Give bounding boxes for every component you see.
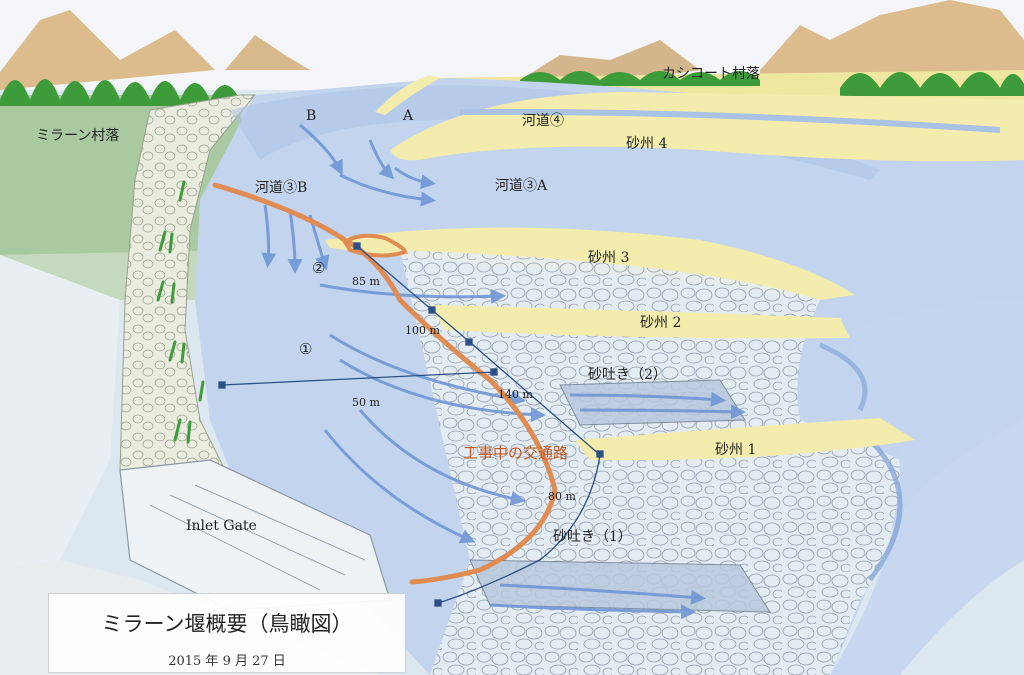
- downstream-water: [830, 300, 1024, 675]
- label-river-4: 河道④: [522, 113, 564, 129]
- label-village-left: ミラーン村落: [36, 128, 119, 144]
- levee-grass: [156, 180, 205, 444]
- label-sandbar-3: 砂州 3: [588, 250, 629, 266]
- label-distance-100: 100 m: [405, 324, 440, 337]
- label-construction-road: 工事中の交通路: [463, 444, 568, 462]
- label-sandbar-1: 砂州 1: [715, 442, 756, 458]
- title-panel: ミラーン堰概要（鳥瞰図） 2015 年 9 月 27 日: [48, 593, 406, 673]
- label-distance-80: 80 m: [548, 490, 576, 503]
- sandbar-1: [575, 418, 915, 461]
- label-distance-140: 140 m: [498, 388, 533, 401]
- inlet-gate-lines: [149, 484, 366, 591]
- flow-arrows: [261, 123, 746, 620]
- diagram-title: ミラーン堰概要（鳥瞰図）: [101, 612, 353, 636]
- label-sluice-1: 砂吐き（1）: [553, 529, 632, 545]
- mountains: [0, 0, 1024, 90]
- outflow-wave-1: [867, 438, 903, 582]
- label-sandbar-2: 砂州 2: [640, 315, 681, 331]
- outflow-wave-2: [819, 342, 868, 412]
- label-marker-1: ①: [299, 340, 312, 358]
- label-marker-2: ②: [312, 259, 325, 277]
- label-sandbar-4: 砂州 4: [626, 136, 667, 152]
- label-river-3a: 河道③A: [495, 178, 548, 194]
- label-distance-50: 50 m: [352, 396, 380, 409]
- label-river-3b: 河道③B: [255, 180, 307, 196]
- label-inlet-gate: Inlet Gate: [186, 518, 257, 534]
- sandbar-2: [430, 305, 850, 339]
- sandbar-a-spit: [375, 75, 440, 115]
- label-village-right: カシコート村落: [662, 66, 760, 82]
- left-ground: [0, 255, 120, 570]
- river-channel-4: [459, 108, 1001, 133]
- tree-line-right: [520, 71, 1024, 96]
- construction-road: [212, 182, 558, 585]
- label-channel-a: A: [402, 108, 414, 124]
- diagram-date: 2015 年 9 月 27 日: [168, 654, 286, 669]
- label-channel-b: B: [306, 108, 316, 124]
- construction-road-loop: [342, 233, 408, 258]
- label-sluice-2: 砂吐き（2）: [588, 367, 667, 383]
- measurement-lines: [218, 242, 604, 607]
- label-distance-85: 85 m: [352, 275, 380, 288]
